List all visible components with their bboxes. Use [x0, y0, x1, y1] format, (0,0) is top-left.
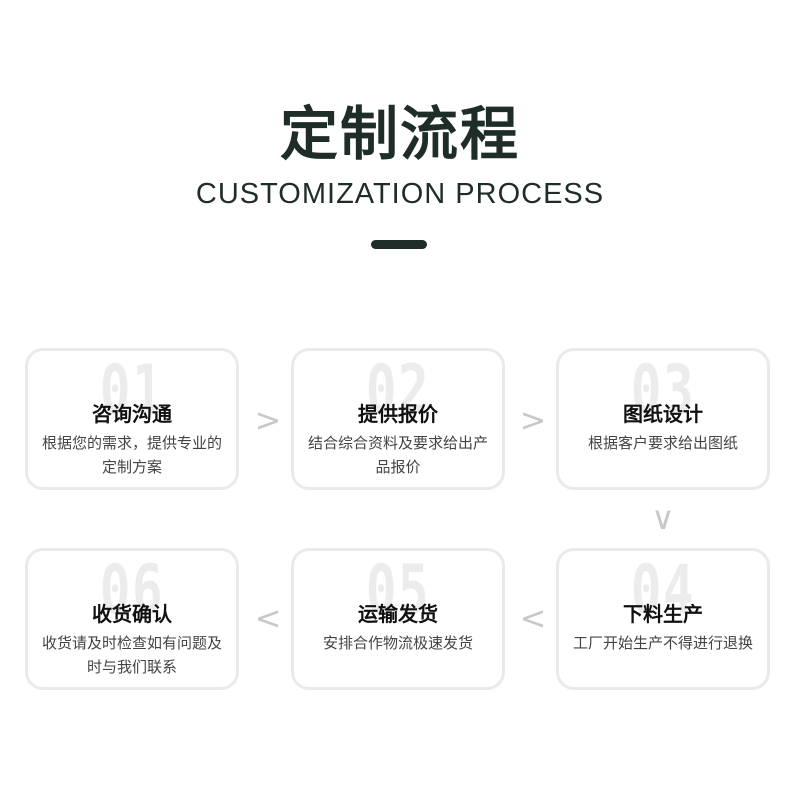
- arrow-right-icon: >: [519, 401, 547, 439]
- step-description: 工厂开始生产不得进行退换: [572, 634, 753, 652]
- step-card-02: 02 提供报价 结合综合资料及要求给出产品报价: [291, 348, 505, 490]
- step-card-05: 05 运输发货 安排合作物流极速发货: [291, 548, 505, 690]
- step-description: 根据客户要求给出图纸: [587, 434, 738, 452]
- step-title: 运输发货: [358, 602, 438, 626]
- step-number: 05: [365, 551, 431, 630]
- page-title-zh: 定制流程: [279, 100, 520, 168]
- step-card-04: 04 下料生产 工厂开始生产不得进行退换: [556, 548, 770, 690]
- step-number: 03: [630, 351, 696, 430]
- step-number: 02: [365, 351, 431, 430]
- step-description: 结合综合资料及要求给出产品报价: [307, 434, 488, 476]
- step-title: 咨询沟通: [92, 402, 172, 426]
- step-card-01: 01 咨询沟通 根据您的需求，提供专业的定制方案: [25, 348, 239, 490]
- step-description: 安排合作物流极速发货: [322, 634, 473, 652]
- step-description: 根据您的需求，提供专业的定制方案: [41, 434, 222, 476]
- step-title: 下料生产: [623, 602, 703, 626]
- step-number: 04: [630, 551, 696, 630]
- step-card-06: 06 收货确认 收货请及时检查如有问题及时与我们联系: [25, 548, 239, 690]
- step-title: 提供报价: [358, 402, 438, 426]
- step-card-03: 03 图纸设计 根据客户要求给出图纸: [556, 348, 770, 490]
- step-number: 06: [99, 551, 165, 630]
- title-underline-bar: [371, 240, 427, 249]
- step-number: 01: [99, 351, 165, 430]
- step-description: 收货请及时检查如有问题及时与我们联系: [41, 634, 222, 676]
- step-title: 收货确认: [92, 602, 172, 626]
- step-title: 图纸设计: [623, 402, 703, 426]
- arrow-down-icon: ∨: [651, 499, 675, 537]
- arrow-left-icon: <: [519, 599, 547, 637]
- arrow-right-icon: >: [254, 401, 282, 439]
- page-title-en: CUSTOMIZATION PROCESS: [195, 178, 605, 210]
- arrow-left-icon: <: [254, 599, 282, 637]
